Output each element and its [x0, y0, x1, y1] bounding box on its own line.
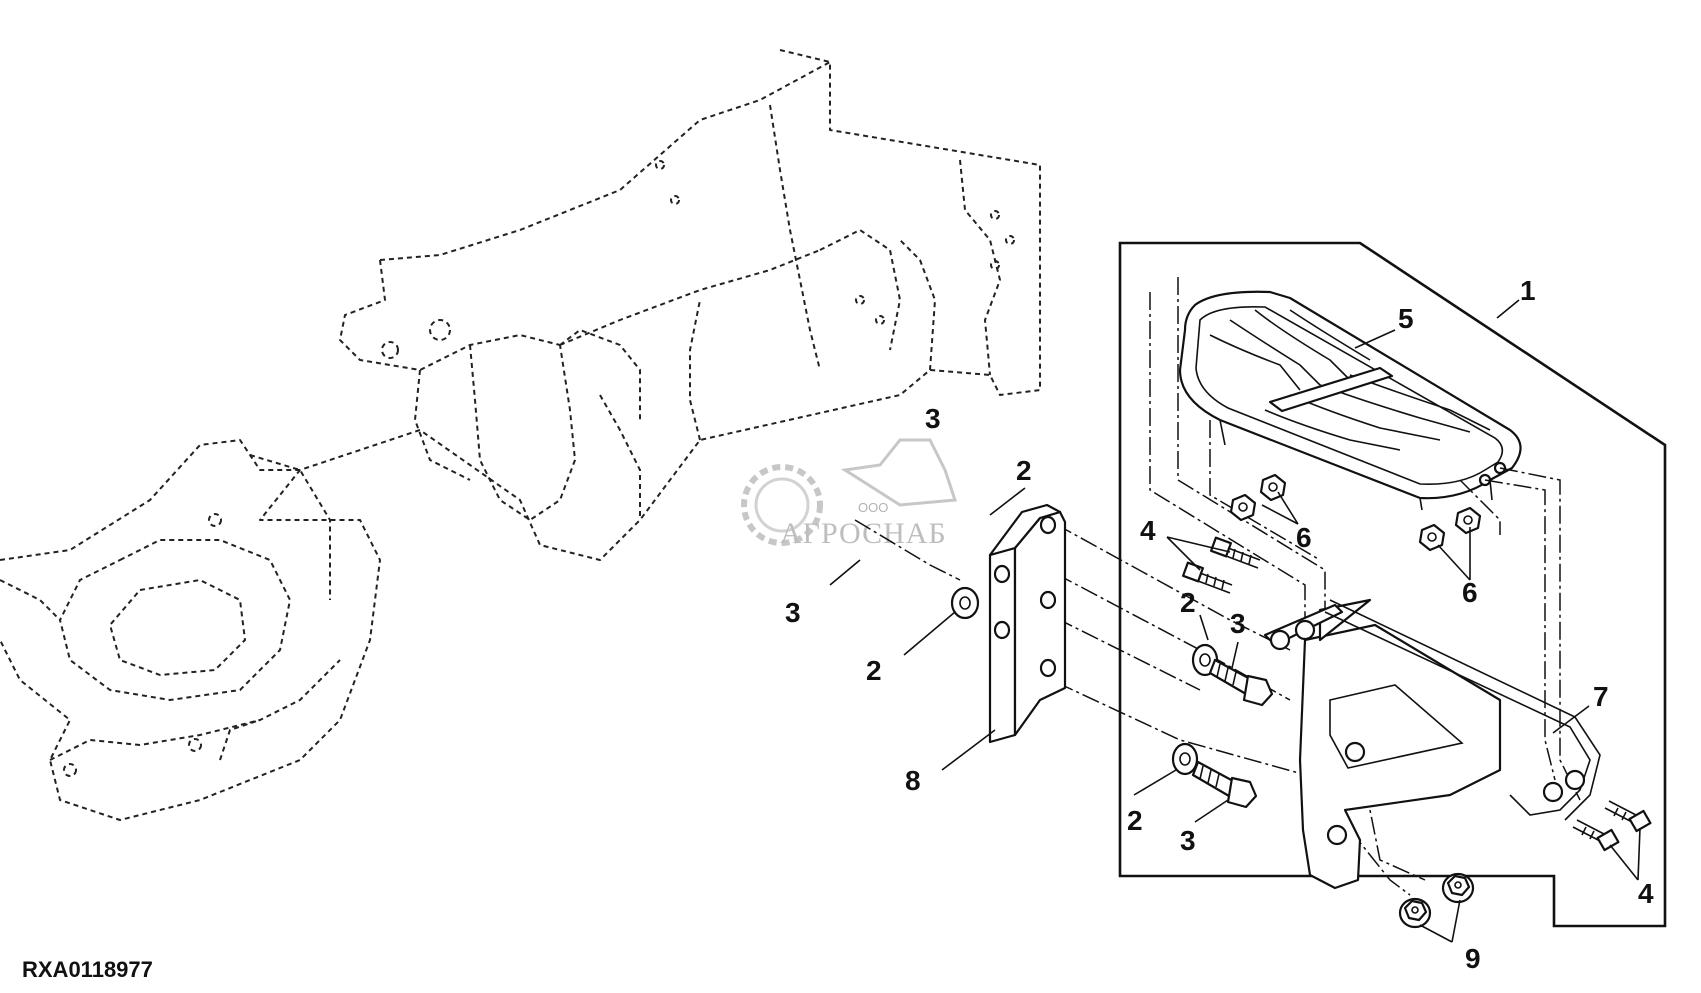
- callout-3-middle: 3: [1230, 608, 1246, 639]
- callout-2-lower: 2: [1127, 805, 1143, 836]
- callout-2-left: 2: [866, 655, 882, 686]
- callout-3-lower: 3: [1180, 825, 1196, 856]
- callout-3-left: 3: [785, 597, 801, 628]
- assembly-boundary: [1118, 241, 1667, 928]
- mounting-bracket: [1263, 598, 1601, 890]
- washer-left: [950, 586, 980, 620]
- leader-lines: [829, 299, 1641, 943]
- callout-4-lower: 4: [1638, 878, 1654, 909]
- cap-screw-middle: [1208, 658, 1274, 707]
- callout-8: 8: [905, 765, 921, 796]
- callout-labels: 1 5 6 6 4 4 7 9 2 3 2 3 3 2 3 2 8: [785, 275, 1654, 974]
- figure-id: RXA0118977: [22, 957, 153, 982]
- callout-6-upper: 6: [1296, 522, 1312, 553]
- callout-9: 9: [1465, 943, 1481, 974]
- watermark-prefix: ООО: [858, 500, 888, 515]
- callout-6-lower: 6: [1462, 577, 1478, 608]
- callout-2-upper: 2: [1016, 455, 1032, 486]
- callout-2-middle: 2: [1180, 587, 1196, 618]
- callout-4-upper: 4: [1140, 515, 1156, 546]
- watermark-logo: ООО АГРОСНАБ: [741, 438, 958, 550]
- tractor-frame-outline: [0, 49, 1041, 821]
- callout-5: 5: [1398, 303, 1414, 334]
- washer-lower: [1171, 742, 1199, 776]
- nut-group-6-lower: [1418, 506, 1482, 552]
- step-plate: [1178, 290, 1522, 511]
- mounting-plate: [988, 503, 1067, 744]
- callout-1: 1: [1520, 275, 1536, 306]
- callout-7: 7: [1593, 681, 1609, 712]
- callout-3-upper: 3: [925, 403, 941, 434]
- watermark-name: АГРОСНАБ: [780, 517, 947, 550]
- cap-screw-lower: [1191, 760, 1258, 809]
- flange-nuts-9: [1398, 872, 1475, 929]
- bolt-group-4-lower: [1572, 800, 1652, 852]
